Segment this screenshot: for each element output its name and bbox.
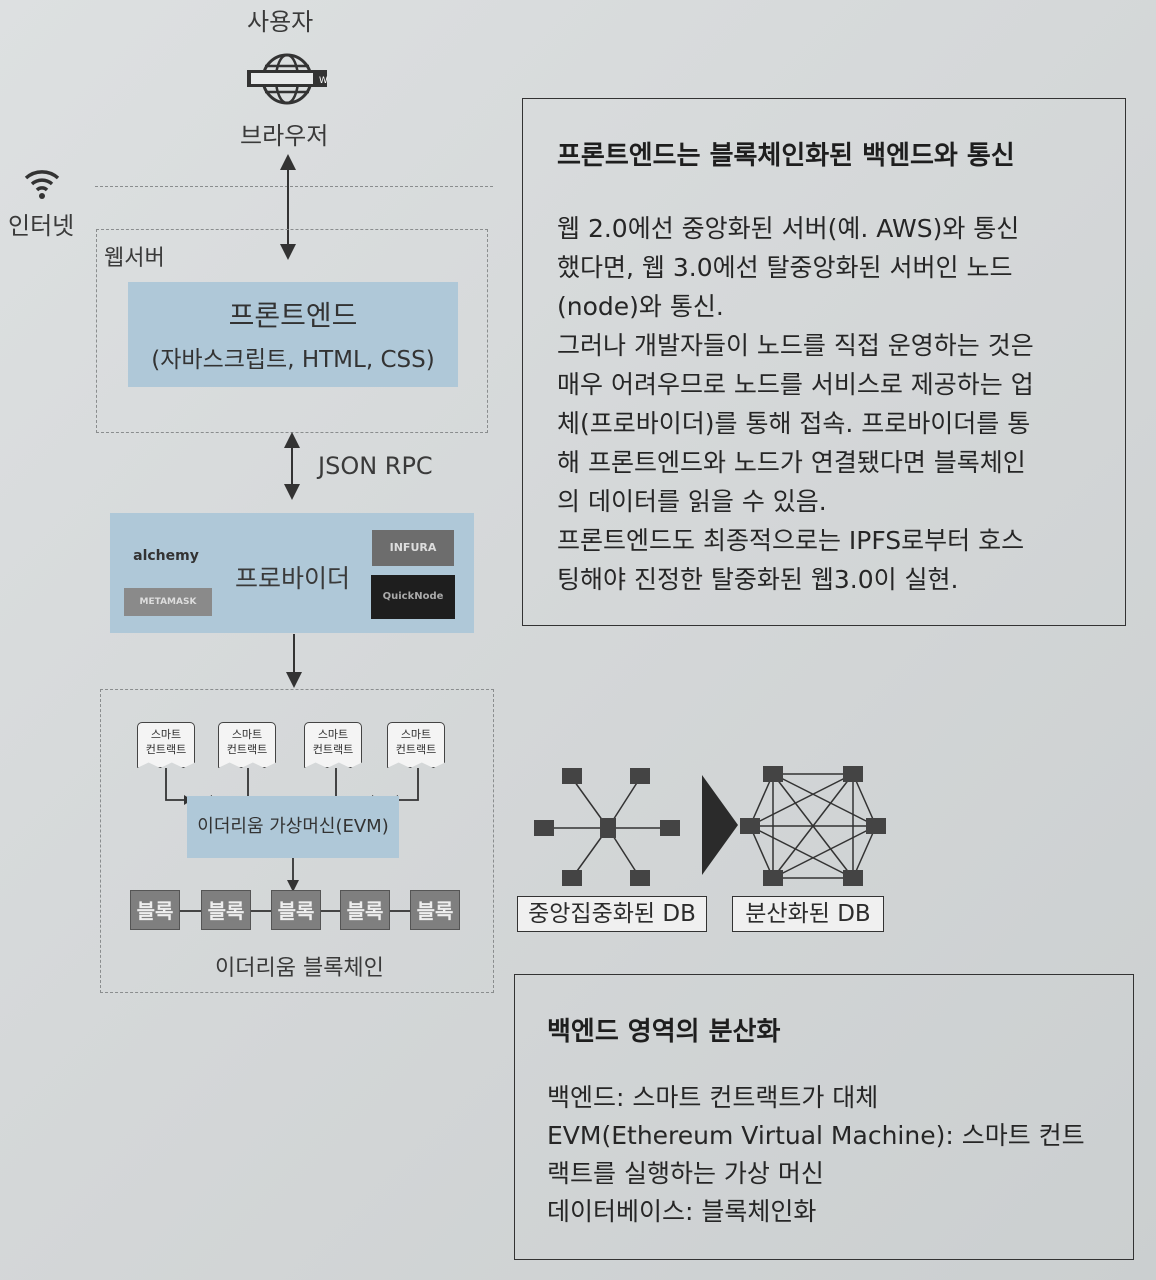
quicknode-logo: QuickNode [371,575,455,619]
centralized-network-icon [534,768,680,886]
decentralized-network-icon [740,766,886,886]
provider-chain-arrow [286,634,302,688]
panel-bottom-body: 백엔드: 스마트 컨트랙트가 대체 EVM(Ethereum Virtual M… [547,1083,1085,1226]
user-label: 사용자 [247,8,314,36]
centralized-db-label: 중앙집중화된 DB [517,896,707,932]
backend-decentralization-panel: 백엔드 영역의 분산화 백엔드: 스마트 컨트랙트가 대체 EVM(Ethere… [514,974,1134,1260]
evm-box: 이더리움 가상머신(EVM) [187,796,399,858]
browser-webserver-arrow [280,154,296,260]
panel-top-body: 웹 2.0에선 중앙화된 서버(예. AWS)와 통신 했다면, 웹 3.0에선… [557,214,1034,594]
block: 블록 [271,890,321,930]
webserver-label: 웹서버 [104,246,165,271]
browser-globe-icon: W [247,53,328,105]
internet-label: 인터넷 [8,212,75,240]
panel-bottom-title: 백엔드 영역의 분산화 [547,1017,781,1047]
frontend-subtitle: (자바스크립트, HTML, CSS) [151,347,435,373]
provider-label: 프로바이더 [235,564,351,593]
wifi-icon [24,170,60,199]
block: 블록 [410,890,460,930]
json-rpc-arrow [284,432,300,500]
alchemy-logo: alchemy [133,548,199,564]
frontend-box: 프론트엔드 (자바스크립트, HTML, CSS) [128,282,458,387]
right-arrow-icon [702,775,738,875]
internet-divider [95,186,493,187]
json-rpc-label: JSON RPC [318,452,433,480]
block: 블록 [340,890,390,930]
frontend-title: 프론트엔드 [228,299,358,332]
block: 블록 [201,890,251,930]
panel-top-title: 프론트엔드는 블록체인화된 백엔드와 통신 [557,141,1015,171]
infura-logo: INFURA [372,530,454,566]
block: 블록 [130,890,180,930]
metamask-logo: METAMASK [124,588,212,616]
frontend-communication-panel: 프론트엔드는 블록체인화된 백엔드와 통신 웹 2.0에선 중앙화된 서버(예.… [522,98,1126,626]
evm-label: 이더리움 가상머신(EVM) [197,816,389,837]
svg-text:W: W [319,76,328,86]
decentralized-db-label: 분산화된 DB [732,896,884,932]
browser-label: 브라우저 [240,122,329,150]
ethereum-chain-label: 이더리움 블록체인 [215,956,384,981]
ethereum-box [100,689,494,993]
